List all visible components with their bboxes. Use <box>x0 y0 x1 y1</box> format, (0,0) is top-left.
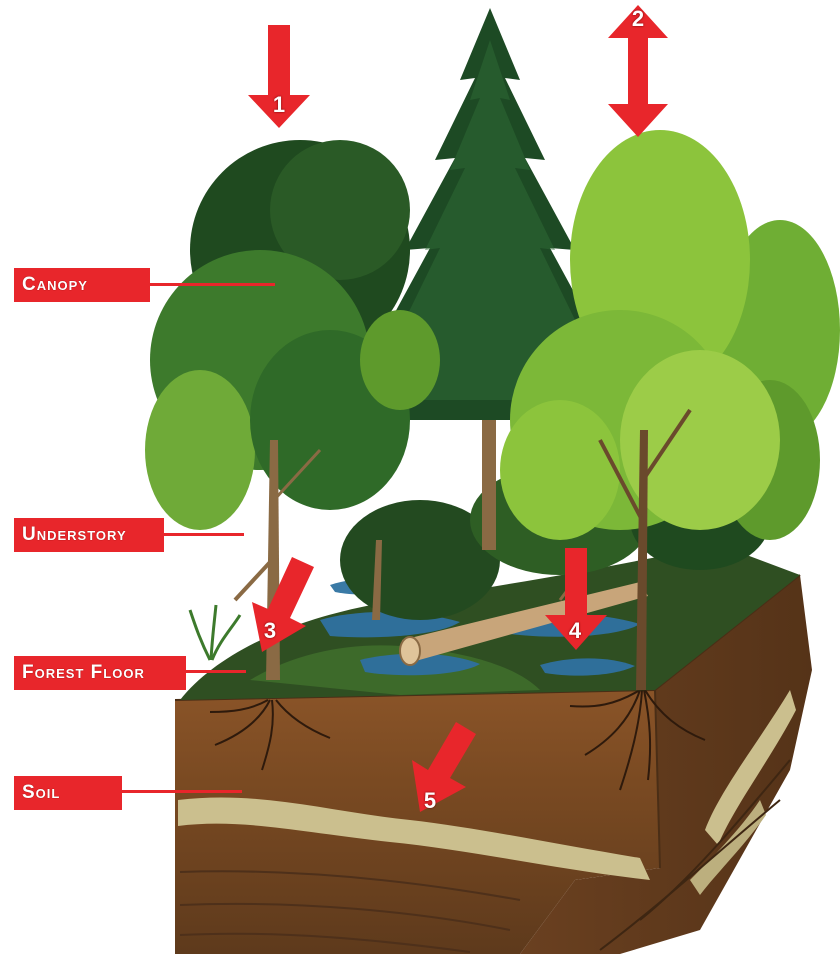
arrow-number-2: 2 <box>623 6 653 32</box>
understory-label: Understory <box>14 518 164 552</box>
arrow-number-5: 5 <box>415 788 445 814</box>
fern-plant <box>190 605 240 660</box>
understory-leader-line <box>164 533 244 536</box>
soil-label: Soil <box>14 776 122 810</box>
forest-floor-label: Forest Floor <box>14 656 186 690</box>
soil-leader-line <box>122 790 242 793</box>
canopy-label: Canopy <box>14 268 150 302</box>
forest-floor-leader-line <box>186 670 246 673</box>
arrow-number-3: 3 <box>255 618 285 644</box>
arrow-number-1: 1 <box>264 92 294 118</box>
arrow-number-4: 4 <box>560 618 590 644</box>
canopy-leader-line <box>150 283 275 286</box>
